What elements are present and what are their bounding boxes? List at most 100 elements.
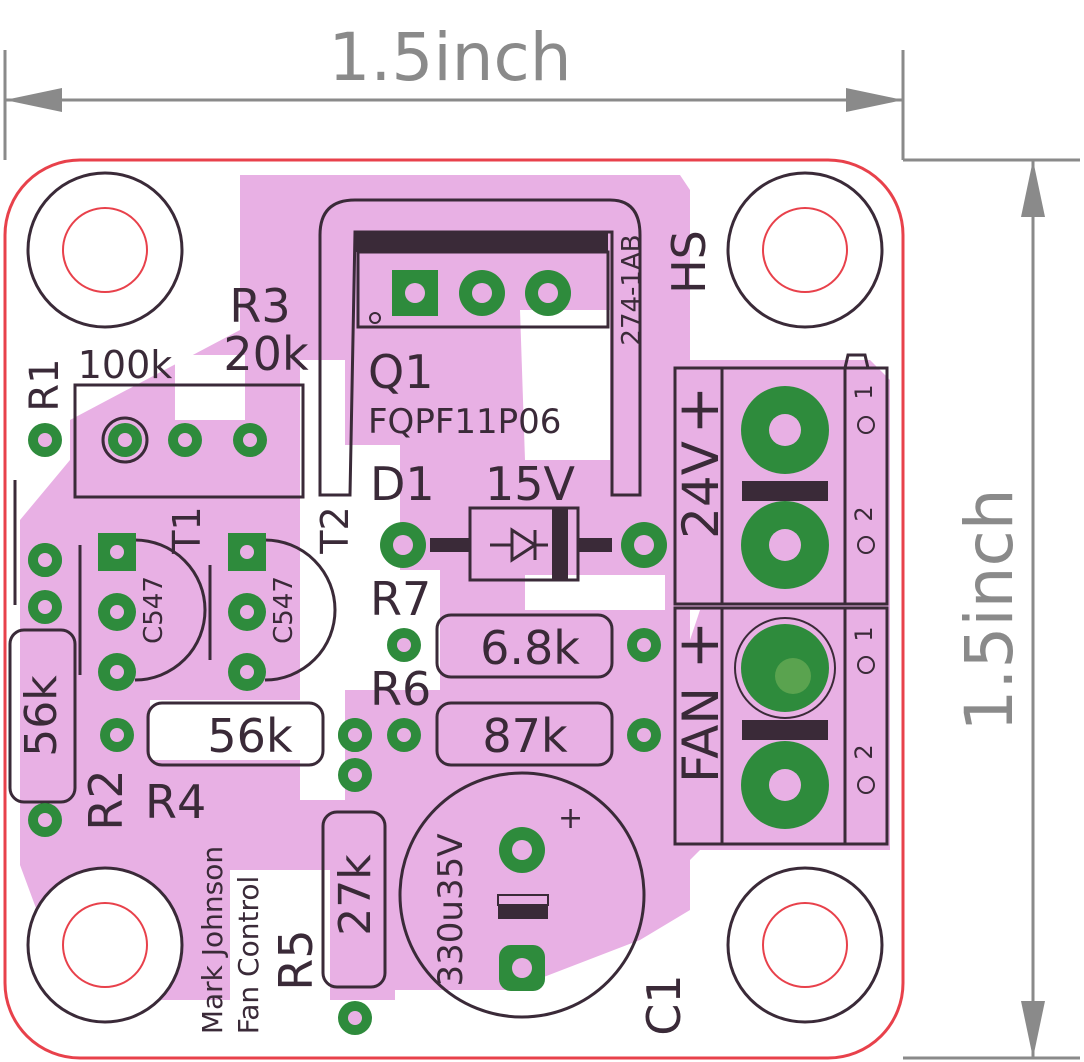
r2-body xyxy=(8,628,77,804)
c1-ref: C1 xyxy=(637,974,691,1035)
power-pad-1-hole xyxy=(769,414,801,446)
r6-value: 87k xyxy=(482,709,568,763)
dimension-width xyxy=(3,50,905,160)
fan-pad-1-hole xyxy=(775,658,811,694)
r1-ref: R1 xyxy=(22,358,68,411)
t1-body xyxy=(134,538,207,682)
fan-pin1-label: 1 xyxy=(850,626,878,641)
d1-cathode-band xyxy=(552,508,568,580)
dimension-height xyxy=(903,158,1080,1060)
mounting-hole-bottom-right xyxy=(726,866,884,1024)
t1-ref: T1 xyxy=(165,506,209,554)
t2-pad-3-hole xyxy=(240,665,254,679)
t2-ref: T2 xyxy=(313,506,357,554)
r6-pad-a-hole xyxy=(397,728,411,742)
q1-pin1-mark xyxy=(369,312,381,324)
d1-ref: D1 xyxy=(370,457,435,511)
r3-wiper-ring xyxy=(101,416,149,464)
r3-pad-3-hole xyxy=(243,433,257,447)
r6-ref: R6 xyxy=(370,662,431,716)
r4-ref: R4 xyxy=(145,775,206,829)
t2-body xyxy=(264,538,337,682)
t1-pad-1-hole xyxy=(110,545,124,559)
d1-value: 15V xyxy=(485,457,576,511)
r3-pad-2-hole xyxy=(178,433,192,447)
q1-body xyxy=(356,250,610,329)
t1-value: C547 xyxy=(139,576,169,644)
r7-pad-b-hole xyxy=(637,638,651,652)
r2-pad-a-hole xyxy=(38,600,52,614)
r2-top-pad-hole xyxy=(38,553,52,567)
r2-pad-b-hole xyxy=(38,813,52,827)
c1-value: 330u35V xyxy=(431,834,471,987)
mounting-hole-top-left xyxy=(26,171,184,329)
t2-value: C547 xyxy=(269,576,299,644)
c1-pad-minus-hole xyxy=(512,958,532,978)
credit-line-1: Mark Johnson xyxy=(196,846,229,1034)
terminal-blocks xyxy=(673,353,889,846)
power-pad-2-hole xyxy=(769,529,801,561)
r3-value: 20k xyxy=(223,327,309,381)
pin-indicators xyxy=(857,416,875,794)
mounting-hole-top-right xyxy=(726,171,884,329)
r3-trimpot-body xyxy=(73,383,305,499)
power-plus-sign: + xyxy=(664,386,732,435)
q1-pad-3-hole xyxy=(538,283,558,303)
t1-pad-2-hole xyxy=(110,605,124,619)
r7-value: 6.8k xyxy=(480,621,580,675)
heatsink-part-number: 274-1AB xyxy=(617,234,647,345)
fan-separator xyxy=(742,720,828,740)
r5-value: 27k xyxy=(330,854,381,936)
t2-pad-1-hole xyxy=(240,545,254,559)
fan-plus-sign: + xyxy=(664,621,732,670)
r1-pad-a-hole xyxy=(38,433,52,447)
r5-body xyxy=(321,810,387,989)
r7-pad-a-hole xyxy=(397,638,411,652)
r6-pad-b-hole xyxy=(637,728,651,742)
r2-value: 56k xyxy=(16,675,67,757)
r5-pad-a-hole xyxy=(348,768,362,782)
r3-ref: R3 xyxy=(229,279,290,333)
r4-pad-a-hole xyxy=(110,728,124,742)
q1-value: FQPF11P06 xyxy=(368,402,561,442)
r2-ref: R2 xyxy=(79,769,133,830)
q1-ref: Q1 xyxy=(368,345,433,399)
r6-body xyxy=(435,701,614,767)
credit-line-2: Fan Control xyxy=(232,876,265,1035)
d1-pad-a-hole xyxy=(393,535,413,555)
q1-pad-2-hole xyxy=(472,283,492,303)
height-label: 1.5inch xyxy=(951,488,1028,731)
power-separator xyxy=(742,481,828,501)
c1-pad-plus-hole xyxy=(512,840,532,860)
mounting-hole-bottom-left xyxy=(26,866,184,1024)
power-pin1-label: 1 xyxy=(850,384,878,399)
power-pin2-label: 2 xyxy=(850,506,878,521)
r4-value: 56k xyxy=(207,709,293,763)
r4-body xyxy=(146,701,325,767)
heatsink-outline xyxy=(318,198,642,497)
r3-pad-1-hole xyxy=(118,433,132,447)
r7-ref: R7 xyxy=(370,572,431,626)
q1-pad-1-hole xyxy=(405,283,425,303)
t2-pad-2-hole xyxy=(240,605,254,619)
copper-clearances xyxy=(150,310,700,800)
r5-ref: R5 xyxy=(269,929,323,990)
fan-pad-2-hole xyxy=(769,769,801,801)
c1-polarity-box xyxy=(497,894,549,906)
r5-pad-b-hole xyxy=(348,1011,362,1025)
t1-pad-3-hole xyxy=(110,665,124,679)
r1-value: 100k xyxy=(78,343,173,387)
width-label: 1.5inch xyxy=(328,19,571,96)
r7-body xyxy=(435,613,614,679)
c1-polarity-bar xyxy=(498,905,548,919)
d1-symbol xyxy=(490,527,548,563)
fan-label: FAN xyxy=(672,687,730,783)
fan-pin2-label: 2 xyxy=(850,744,878,759)
d1-pad-k-hole xyxy=(634,535,654,555)
power-label: 24V xyxy=(672,441,730,539)
junction-pad-hole xyxy=(348,728,362,742)
q1-tab xyxy=(356,232,608,252)
c1-polarity-sign: + xyxy=(558,801,583,836)
c1-outline xyxy=(398,771,646,1019)
